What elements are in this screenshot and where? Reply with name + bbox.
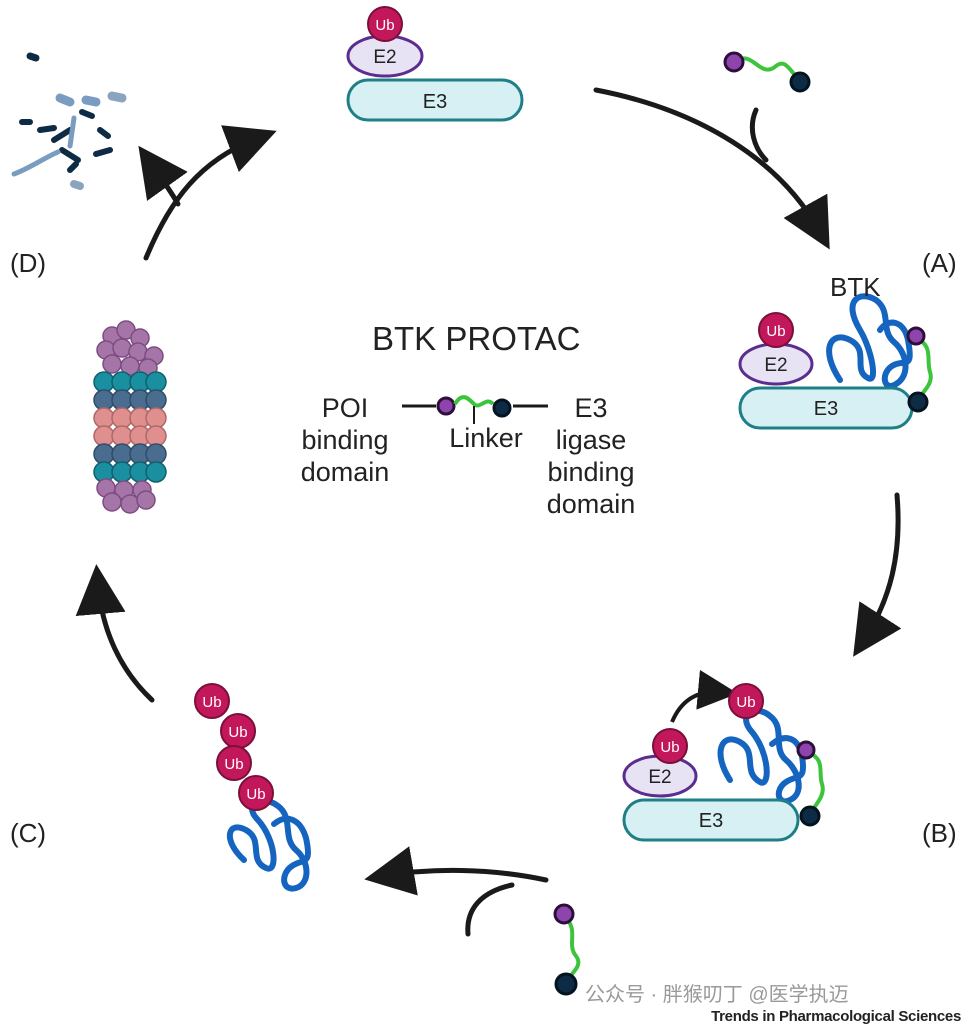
journal-credit: Trends in Pharmacological Sciences [711, 1008, 961, 1025]
center-protac-diagram [402, 395, 548, 424]
btk-protein-c [226, 797, 312, 892]
arrow-c-to-d [75, 564, 155, 703]
e2-label-a: E2 [764, 355, 787, 376]
poi-line-1: POI [321, 393, 369, 423]
poi-ligand-center-icon [436, 396, 456, 416]
ub-a [758, 312, 794, 348]
e3-line-1: E3 [574, 393, 608, 423]
proteasome-core-rings [93, 407, 167, 447]
e3-label-b: E3 [699, 810, 723, 832]
ub-label-b-donor: Ub [660, 739, 679, 756]
proteasome [93, 320, 167, 514]
e3-line-4: domain [546, 489, 636, 519]
linker-label: Linker [449, 423, 523, 453]
arrow-to-fragments [138, 145, 188, 207]
step-a-label: (A) [922, 248, 957, 278]
ub-b-donor [652, 728, 688, 764]
btk-label: BTK [830, 272, 881, 302]
arrow-b-to-c [364, 846, 549, 896]
degraded-peptide-fragments [11, 52, 127, 190]
proteasome-cap-bottom [96, 478, 156, 514]
btk-protein-b [717, 707, 806, 805]
arrow-top-to-a [593, 87, 830, 250]
step-a-ternary-complex: E3 E2 Ub [738, 293, 933, 430]
top-e2-e3-complex: E3 E2 Ub [346, 6, 524, 122]
ub-top [367, 6, 403, 42]
e3-ligase-top [346, 78, 524, 122]
e3-binding-domain-label: E3 ligase binding domain [536, 392, 646, 520]
ub-b-attached [728, 683, 764, 719]
poi-binding-domain-label: POI binding domain [290, 392, 400, 488]
arrow-a-to-b [853, 492, 902, 657]
e3-label-a: E3 [814, 398, 838, 420]
e2-label-top: E2 [373, 47, 396, 68]
ub-label-c-3: Ub [224, 756, 243, 773]
proteasome-alpha-ring-1 [93, 371, 167, 393]
e3-line-2: ligase [555, 425, 627, 455]
e3-ligand-center-icon [492, 398, 512, 418]
ub-label-top: Ub [375, 17, 394, 34]
linker-center [453, 395, 495, 408]
step-b-ub-transfer: E3 E2 Ub Ub [622, 669, 825, 842]
proteasome-beta-ring-2 [93, 443, 167, 465]
protac-molecule-released [553, 903, 581, 996]
arrow-d-to-top [143, 125, 277, 261]
center-title: BTK PROTAC [372, 320, 581, 357]
linker-a [915, 336, 933, 402]
poi-ligand-b-icon [796, 740, 816, 760]
poi-ligand-released-icon [553, 903, 575, 925]
linker-b [807, 750, 825, 815]
arrow-protac-leave [465, 882, 515, 937]
e2-label-b: E2 [648, 767, 671, 788]
e3-ligand-released-icon [554, 972, 578, 996]
ub-label-c-1: Ub [202, 694, 221, 711]
step-d-label: (D) [10, 248, 47, 278]
ub-c-3 [216, 745, 252, 781]
e3-ligand-b-icon [799, 805, 821, 827]
arrow-ub-transfer [670, 669, 738, 723]
step-b-label: (B) [922, 818, 957, 848]
cycle-arrows [75, 87, 902, 937]
proteasome-cap-top [96, 320, 164, 378]
poi-ligand-a-icon [906, 326, 926, 346]
ub-label-a: Ub [766, 323, 785, 340]
e3-ligand-icon [789, 71, 811, 93]
arrow-protac-join [749, 107, 769, 163]
watermark-text: 公众号 · 胖猴叨丁 @医学执迈 [585, 984, 849, 1006]
btk-protein-a [826, 293, 913, 389]
poi-line-3: domain [300, 457, 390, 487]
poi-ligand-icon [723, 51, 745, 73]
step-c-polyub-btk: Ub Ub Ub Ub [194, 683, 312, 892]
protac-molecule-top [723, 51, 811, 93]
ub-c-4 [238, 775, 274, 811]
e3-ligand-a-icon [907, 391, 929, 413]
e3-label-top: E3 [423, 91, 447, 113]
proteasome-beta-ring-1 [93, 389, 167, 411]
ub-label-c-4: Ub [246, 786, 265, 803]
e3-line-3: binding [547, 457, 635, 487]
step-c-label: (C) [10, 818, 47, 848]
ub-label-b-attached: Ub [736, 694, 755, 711]
poi-line-2: binding [301, 425, 389, 455]
ub-c-1 [194, 683, 230, 719]
e3-ligase-b [622, 798, 800, 842]
ub-label-c-2: Ub [228, 724, 247, 741]
